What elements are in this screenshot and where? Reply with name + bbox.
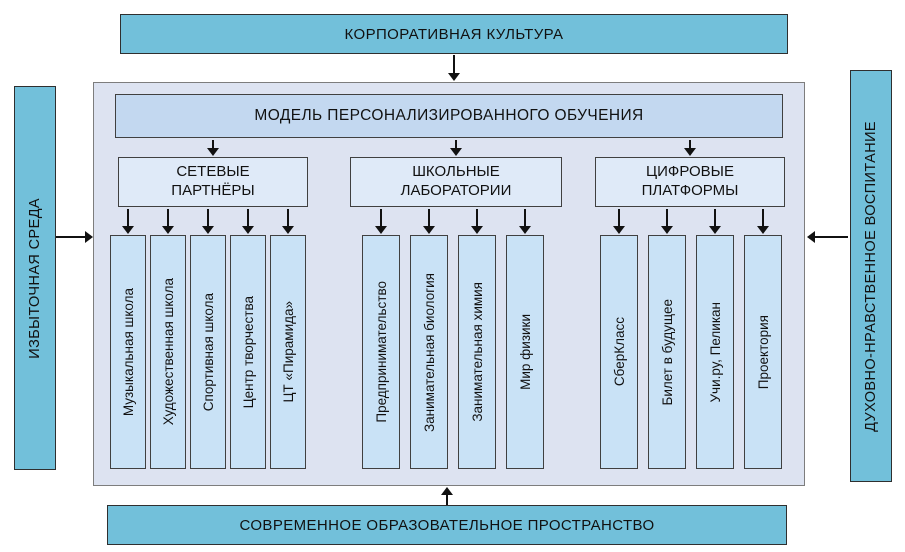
group-header-label: СЕТЕВЫЕ ПАРТНЁРЫ <box>171 163 255 199</box>
item-music-school: Музыкальная школа <box>110 235 146 469</box>
model-title-label: МОДЕЛЬ ПЕРСОНАЛИЗИРОВАННОГО ОБУЧЕНИЯ <box>254 107 644 124</box>
item-chemistry: Занимательная химия <box>458 235 496 469</box>
item-label: Мир физики <box>517 314 533 390</box>
top-banner-label: КОРПОРАТИВНАЯ КУЛЬТУРА <box>344 25 564 43</box>
group-header-network-partners: СЕТЕВЫЕ ПАРТНЁРЫ <box>118 157 308 207</box>
item-label: Проектория <box>755 314 771 390</box>
item-physics: Мир физики <box>506 235 544 469</box>
item-pyramid-center: ЦТ «Пирамида» <box>270 235 306 469</box>
item-label: ЦТ «Пирамида» <box>280 301 296 403</box>
group-header-label: ШКОЛЬНЫЕ ЛАБОРАТОРИИ <box>400 163 512 199</box>
left-banner: ИЗБЫТОЧНАЯ СРЕДА <box>14 86 56 470</box>
item-label: Предпринимательство <box>373 281 389 423</box>
item-label: Музыкальная школа <box>120 287 136 417</box>
item-label: Центр творчества <box>240 295 256 409</box>
item-label: Учи.ру, Пеликан <box>707 301 723 403</box>
item-ticket-to-future: Билет в будущее <box>648 235 686 469</box>
item-label: Художественная школа <box>160 278 176 426</box>
item-proektoria: Проектория <box>744 235 782 469</box>
bottom-banner: СОВРЕМЕННОЕ ОБРАЗОВАТЕЛЬНОЕ ПРОСТРАНСТВО <box>107 505 787 545</box>
item-label: Спортивная школа <box>200 292 216 412</box>
right-banner-label: ДУХОВНО-НРАВСТВЕННОЕ ВОСПИТАНИЕ <box>863 120 879 432</box>
item-label: Занимательная химия <box>469 282 485 422</box>
top-banner: КОРПОРАТИВНАЯ КУЛЬТУРА <box>120 14 788 54</box>
right-banner: ДУХОВНО-НРАВСТВЕННОЕ ВОСПИТАНИЕ <box>850 70 892 482</box>
item-creativity-center: Центр творчества <box>230 235 266 469</box>
group-header-digital-platforms: ЦИФРОВЫЕ ПЛАТФОРМЫ <box>595 157 785 207</box>
group-header-school-labs: ШКОЛЬНЫЕ ЛАБОРАТОРИИ <box>350 157 562 207</box>
item-label: СберКласс <box>611 317 627 387</box>
item-label: Занимательная биология <box>421 272 437 432</box>
item-sberclass: СберКласс <box>600 235 638 469</box>
item-entrepreneurship: Предпринимательство <box>362 235 400 469</box>
item-label: Билет в будущее <box>659 298 675 406</box>
item-art-school: Художественная школа <box>150 235 186 469</box>
left-banner-label: ИЗБЫТОЧНАЯ СРЕДА <box>27 197 43 359</box>
item-sport-school: Спортивная школа <box>190 235 226 469</box>
item-uchi-pelikan: Учи.ру, Пеликан <box>696 235 734 469</box>
bottom-banner-label: СОВРЕМЕННОЕ ОБРАЗОВАТЕЛЬНОЕ ПРОСТРАНСТВО <box>239 516 655 534</box>
item-biology: Занимательная биология <box>410 235 448 469</box>
model-title-box: МОДЕЛЬ ПЕРСОНАЛИЗИРОВАННОГО ОБУЧЕНИЯ <box>115 94 783 138</box>
group-header-label: ЦИФРОВЫЕ ПЛАТФОРМЫ <box>641 163 739 199</box>
